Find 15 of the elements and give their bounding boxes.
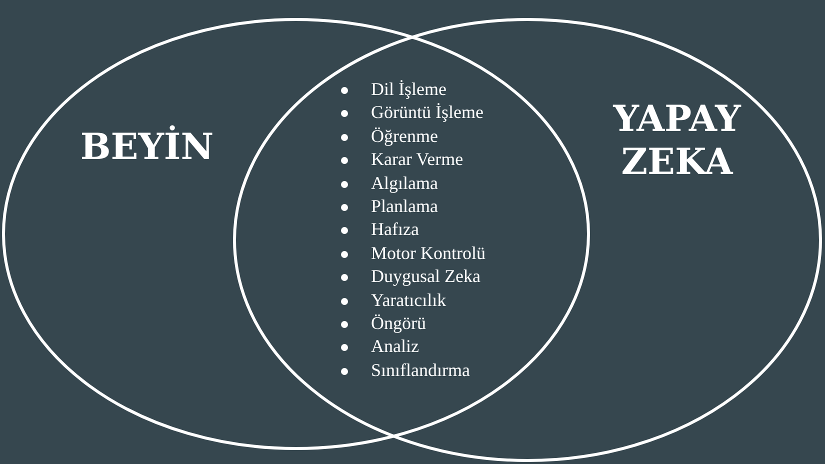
list-item: Görüntü İşleme <box>371 102 484 122</box>
list-item: Öngörü <box>371 313 426 334</box>
set-label: BEYİN <box>79 126 215 170</box>
list-item: Analiz <box>371 336 419 356</box>
list-item: Dil İşleme <box>371 79 446 99</box>
list-item: Sınıflandırma <box>371 360 470 380</box>
list-item: Öğrenme <box>371 126 438 146</box>
set-label: YAPAY ZEKA <box>612 98 742 184</box>
list-item: Motor Kontrolü <box>371 242 486 263</box>
list-item: Duygusal Zeka <box>371 266 480 286</box>
list-item: Planlama <box>371 196 438 216</box>
list-item: Algılama <box>371 172 438 193</box>
list-item: Hafıza <box>371 219 419 240</box>
list-item: Yaratıcılık <box>371 290 446 310</box>
list-item: Karar Verme <box>371 149 464 170</box>
